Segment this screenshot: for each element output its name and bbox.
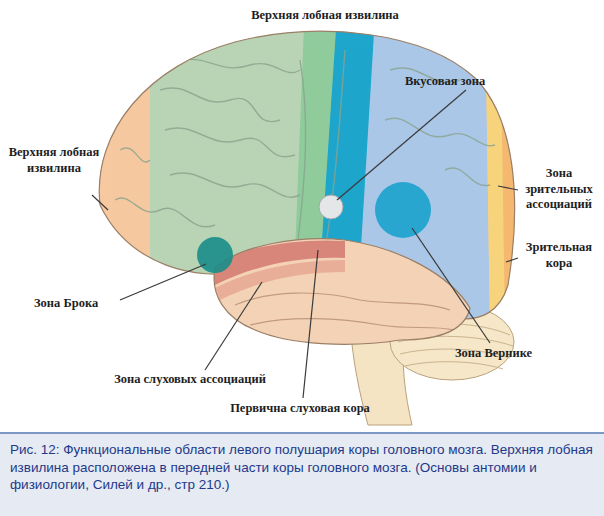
region-label: Зона зрительных ассоциаций — [518, 166, 600, 213]
broca-area — [197, 237, 233, 273]
region-label: Первична слуховая кора — [200, 401, 400, 417]
figure-caption: Рис. 12: Функциональные области левого п… — [10, 441, 594, 494]
region-label: Верхняя лобная извилина — [4, 145, 104, 176]
region-label: Вкусовая зона — [405, 74, 535, 90]
region-label: Верхняя лобная извилина — [230, 8, 420, 24]
region-label: Зона Вернике — [455, 346, 565, 362]
region-label: Зона слуховых ассоциаций — [70, 372, 310, 388]
wernicke-area — [375, 182, 431, 238]
region-label: Зрительная кора — [518, 240, 600, 271]
region-label: Зона Брока — [34, 296, 124, 312]
leader-lines — [92, 90, 518, 398]
